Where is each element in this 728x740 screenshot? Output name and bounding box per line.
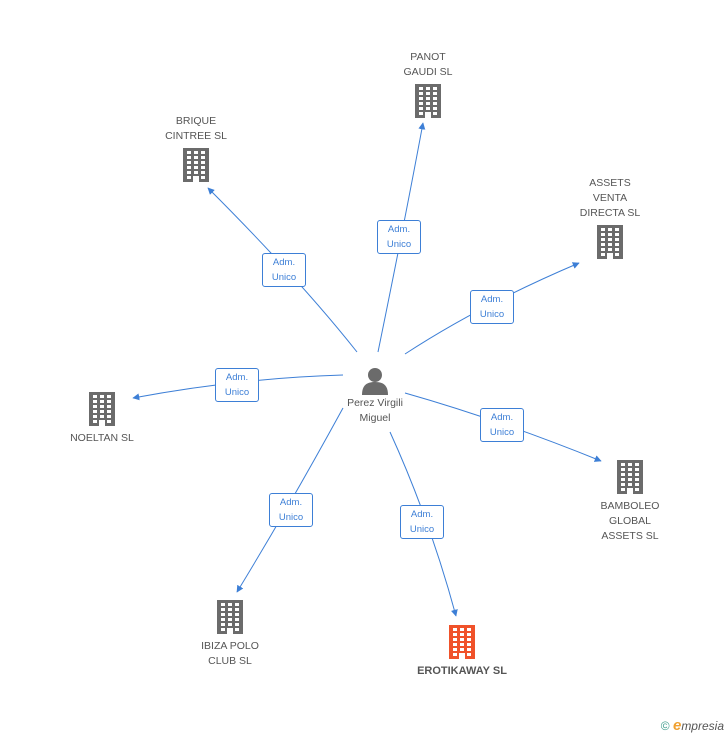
company-node-panot[interactable]: PANOT GAUDI SL — [373, 50, 483, 118]
company-node-bamboleo[interactable]: BAMBOLEO GLOBAL ASSETS SL — [575, 460, 685, 544]
building-icon — [617, 460, 643, 494]
edge-label-assets[interactable]: Adm. Unico — [470, 290, 514, 324]
building-icon — [597, 225, 623, 259]
company-node-erotikaway[interactable]: EROTIKAWAY SL — [407, 625, 517, 679]
footer-brand: © empresia — [661, 717, 724, 734]
person-node[interactable]: Perez Virgili Miguel — [320, 366, 430, 426]
building-icon — [415, 84, 441, 118]
edge-label-erotikaway[interactable]: Adm. Unico — [400, 505, 444, 539]
edge-label-ibiza[interactable]: Adm. Unico — [269, 493, 313, 527]
company-name: ASSETS VENTA DIRECTA SL — [579, 177, 641, 219]
company-name: EROTIKAWAY SL — [417, 665, 507, 677]
company-name: BRIQUE CINTREE SL — [165, 115, 227, 142]
company-name: BAMBOLEO GLOBAL ASSETS SL — [600, 500, 660, 542]
person-name: Perez Virgili Miguel — [347, 397, 403, 424]
building-icon — [89, 392, 115, 426]
edge-label-brique[interactable]: Adm. Unico — [262, 253, 306, 287]
edge-label-noeltan[interactable]: Adm. Unico — [215, 368, 259, 402]
building-icon — [183, 148, 209, 182]
building-icon — [217, 600, 243, 634]
building-icon — [449, 625, 475, 659]
edge-label-panot[interactable]: Adm. Unico — [377, 220, 421, 254]
company-node-ibiza[interactable]: IBIZA POLO CLUB SL — [175, 600, 285, 669]
brand-logo-initial: e — [672, 717, 682, 734]
company-node-brique[interactable]: BRIQUE CINTREE SL — [141, 114, 251, 182]
person-icon — [362, 368, 388, 395]
company-name: NOELTAN SL — [70, 432, 134, 444]
company-node-noeltan[interactable]: NOELTAN SL — [47, 392, 157, 446]
brand-logo-text: mpresia — [681, 719, 724, 733]
company-name: IBIZA POLO CLUB SL — [201, 640, 259, 667]
company-name: PANOT GAUDI SL — [403, 51, 453, 78]
copyright-symbol: © — [660, 719, 670, 733]
company-node-assets[interactable]: ASSETS VENTA DIRECTA SL — [555, 176, 665, 259]
edge-label-bamboleo[interactable]: Adm. Unico — [480, 408, 524, 442]
